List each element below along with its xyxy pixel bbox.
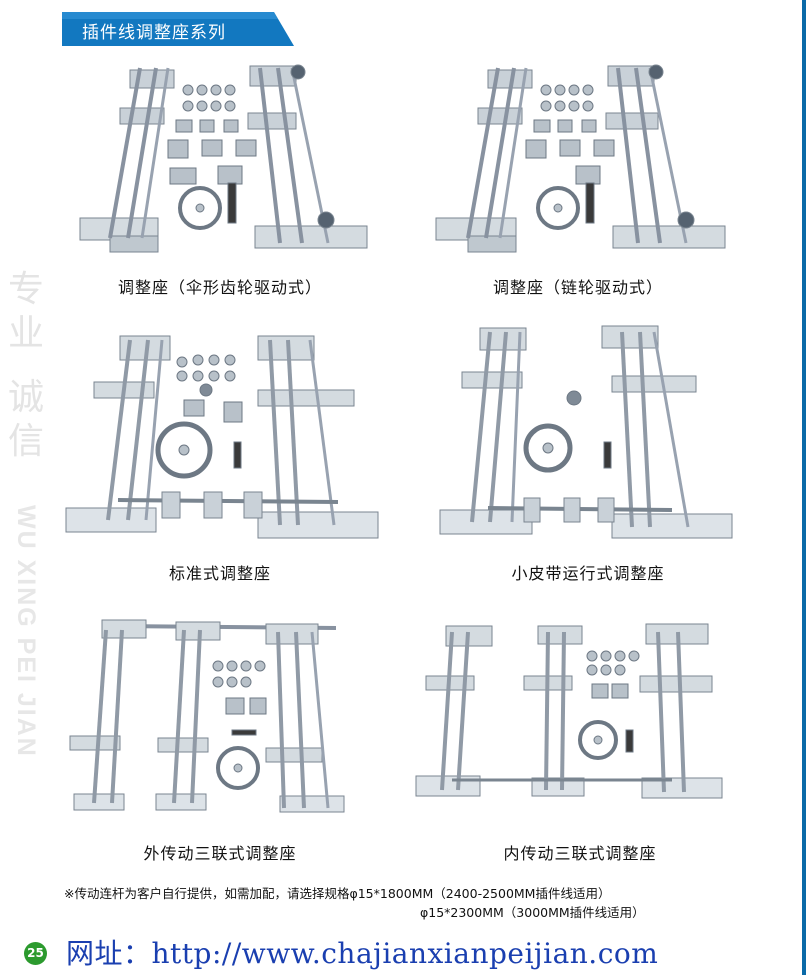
watermark-english: WU XING PEI JIAN <box>12 505 40 758</box>
product-image-bevel-gear-seat <box>70 58 390 268</box>
product-image-standard-seat <box>58 330 388 550</box>
section-title: 插件线调整座系列 <box>82 23 226 43</box>
product-image-internal-triple-seat <box>412 620 732 816</box>
product-image-small-belt-seat <box>432 322 762 552</box>
caption-bevel-gear-seat: 调整座（伞形齿轮驱动式） <box>117 278 322 297</box>
caption-sprocket-seat: 调整座（链轮驱动式） <box>492 278 663 297</box>
product-image-external-triple-seat <box>66 608 366 836</box>
caption-internal-triple-seat: 内传动三联式调整座 <box>503 844 657 863</box>
watermark-chinese: 专 业 诚 信 <box>7 269 44 462</box>
page-number-badge: 25 <box>24 942 47 965</box>
note-line-2: φ15*2300MM（3000MM插件线适用） <box>420 905 645 920</box>
note-line-1: ※传动连杆为客户自行提供，如需加配，请选择规格φ15*1800MM（2400-2… <box>64 886 611 901</box>
caption-small-belt-seat: 小皮带运行式调整座 <box>511 564 665 583</box>
page-edge-stripe <box>802 0 806 975</box>
caption-external-triple-seat: 外传动三联式调整座 <box>143 844 297 863</box>
product-image-sprocket-seat <box>428 58 748 268</box>
section-title-banner: 插件线调整座系列 <box>62 12 294 46</box>
website-url: 网址：http://www.chajianxianpeijian.com <box>66 937 659 970</box>
caption-standard-seat: 标准式调整座 <box>168 564 271 583</box>
